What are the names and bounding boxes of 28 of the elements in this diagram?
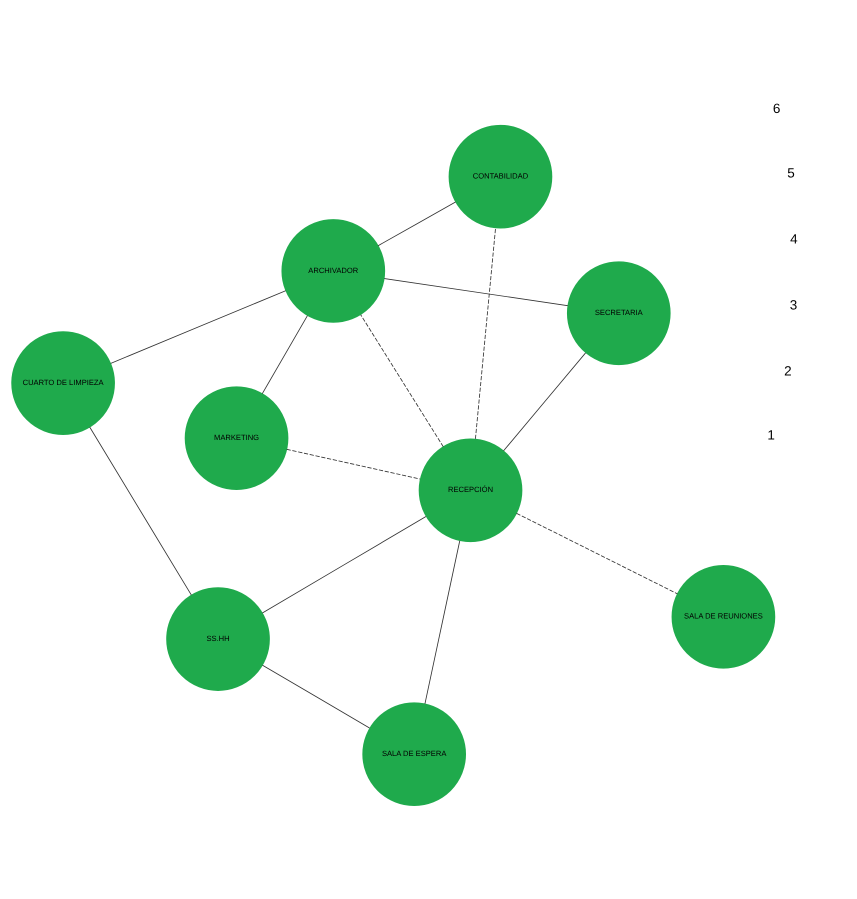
node-circle: SALA DE REUNIONES bbox=[672, 564, 776, 668]
label: 6 bbox=[772, 100, 780, 116]
node-circle: ARCHIVADOR bbox=[281, 218, 386, 322]
connector bbox=[262, 314, 308, 394]
connector bbox=[89, 426, 192, 595]
connector bbox=[503, 352, 586, 451]
label: 4 bbox=[790, 230, 798, 246]
label: 2 bbox=[784, 363, 792, 378]
node-circle: RECEPCIÓN bbox=[418, 438, 522, 542]
node-circle: SALA DE ESPERA bbox=[362, 702, 466, 806]
node-circle: MARKETING bbox=[184, 386, 288, 490]
node-circle: CUARTO DE LIMPIEZA bbox=[11, 330, 115, 434]
connector bbox=[384, 278, 568, 306]
connector bbox=[378, 201, 456, 246]
connector bbox=[475, 226, 496, 439]
node-circle: CONTABILIDAD bbox=[448, 124, 552, 228]
connector bbox=[360, 314, 444, 447]
node-circle: SECRETARIA bbox=[566, 260, 671, 365]
connector bbox=[262, 516, 426, 613]
connector bbox=[262, 664, 370, 728]
label: 5 bbox=[787, 164, 795, 180]
connector bbox=[110, 290, 286, 364]
connector bbox=[424, 540, 460, 704]
label: 1 bbox=[767, 427, 775, 442]
connector bbox=[286, 448, 420, 479]
label: 3 bbox=[790, 297, 798, 312]
connector bbox=[516, 512, 678, 594]
node-circle: SS.HH bbox=[166, 586, 270, 690]
